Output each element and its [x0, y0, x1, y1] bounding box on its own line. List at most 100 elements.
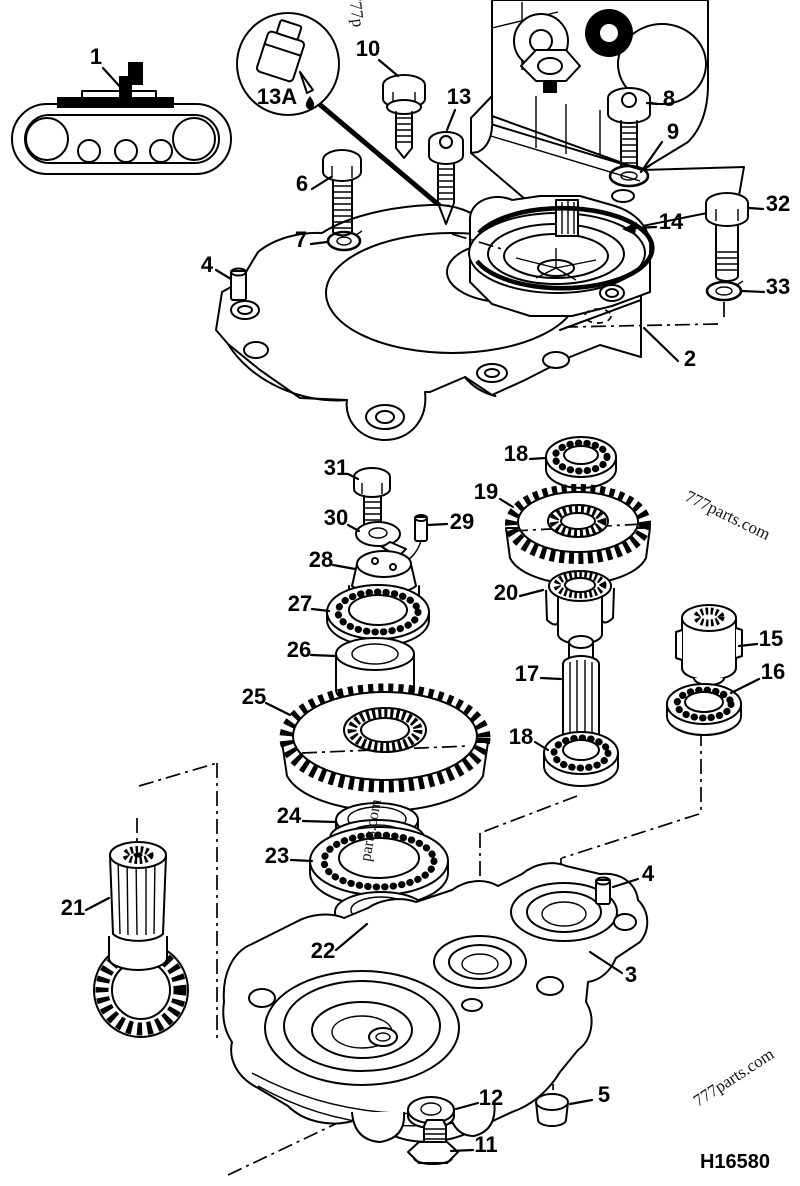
callout-c29: 29: [450, 509, 474, 534]
callout-c8: 8: [663, 86, 675, 111]
callout-c23: 23: [265, 843, 289, 868]
callout-c18a: 18: [504, 441, 528, 466]
oil-can-spout: [299, 71, 314, 94]
callout-c16: 16: [761, 659, 785, 684]
callout-c11: 11: [474, 1132, 497, 1157]
part-31-bolt: [353, 467, 391, 542]
callout-c24: 24: [277, 803, 302, 828]
leader-c27: [310, 607, 331, 613]
callout-c20: 20: [494, 580, 518, 605]
leader-c29: [426, 522, 449, 527]
arrowhead-c14: [622, 222, 637, 235]
callout-c4b: 4: [642, 861, 655, 886]
watermark-4: 777parts.com: [690, 1044, 778, 1110]
track-unit-icon: [11, 62, 232, 175]
leader-c33: [740, 289, 766, 294]
lubricant-balloon-13A: [236, 12, 454, 222]
part-16-bearing: [666, 683, 742, 736]
part-8-capscrew: [607, 87, 651, 167]
drawing-code: H16580: [700, 1151, 770, 1173]
callout-c18b: 18: [509, 724, 533, 749]
part-5-plug: [535, 1093, 569, 1127]
motor-hex-nut: [520, 49, 581, 82]
part-27-bearing: [326, 584, 430, 647]
callout-c33: 33: [766, 274, 790, 299]
leader-c20: [518, 588, 545, 598]
part-motor-shaft-stub: [555, 199, 579, 237]
callout-c9: 9: [667, 119, 679, 144]
leader-c9: [639, 140, 664, 174]
part-20-gear: [545, 570, 615, 645]
part-11-bolt: [407, 1119, 459, 1165]
part-2-cover: [215, 195, 652, 441]
leader-c6: [310, 175, 333, 191]
grease-fitting: [119, 62, 143, 97]
part-3-housing: [222, 862, 649, 1143]
callout-c5: 5: [598, 1082, 610, 1107]
callout-c31: 31: [324, 455, 348, 480]
leader-c17: [539, 676, 563, 681]
callout-c17: 17: [515, 661, 539, 686]
leader-c11: [449, 1148, 475, 1153]
part-15-coupling: [675, 604, 743, 686]
callout-c6: 6: [296, 171, 308, 196]
leader-c22: [334, 922, 369, 952]
part-19-gear: [505, 484, 651, 585]
part-4-dowel-pin-top: [230, 267, 247, 301]
leader-c18a: [528, 456, 548, 461]
leader-c26: [309, 653, 338, 658]
part-7-lockwasher: [326, 230, 363, 252]
part-13-capscrew: [428, 131, 464, 225]
part-18-bearing-top: [545, 436, 617, 489]
callout-c15: 15: [759, 626, 783, 651]
leader-c1: [101, 66, 124, 91]
part-motor-assembly: [470, 0, 745, 241]
watermark-0: 777p: [345, 0, 368, 28]
leader-c32: [747, 206, 765, 211]
leader-c7: [309, 240, 329, 246]
callout-c1: 1: [90, 44, 102, 69]
callout-c30: 30: [324, 505, 348, 530]
leader-c5: [568, 1098, 594, 1106]
leader-c25: [264, 701, 292, 717]
leader-c21: [84, 896, 111, 912]
part-32-bolt: [705, 192, 749, 282]
part-29-pin: [395, 514, 428, 567]
oil-can-icon: [255, 19, 306, 83]
leader-c24: [301, 819, 337, 824]
callout-c21: 21: [61, 895, 85, 920]
leader-c3: [588, 950, 624, 975]
callout-c13A: 13A: [257, 84, 297, 109]
leader-c15: [737, 642, 759, 648]
callout-c2: 2: [684, 346, 696, 371]
leader-c13: [445, 108, 457, 132]
part-33-lockwasher: [705, 280, 744, 302]
callout-c25: 25: [242, 684, 266, 709]
oil-drop: [305, 96, 315, 110]
leader-c18b: [533, 740, 550, 752]
part-10-plug: [382, 74, 426, 159]
callout-c13: 13: [447, 84, 471, 109]
callout-c26: 26: [287, 637, 311, 662]
leader-c8: [645, 101, 659, 106]
part-25-planet-gear: [279, 683, 491, 812]
leader-c16: [729, 677, 761, 695]
callout-c7: 7: [295, 227, 307, 252]
callout-c22: 22: [311, 938, 335, 963]
leader-c14: [634, 225, 658, 230]
part-6-bolt: [322, 149, 362, 237]
callout-c19: 19: [474, 479, 498, 504]
callout-c27: 27: [288, 591, 312, 616]
leader-c4b: [611, 877, 640, 889]
leader-c2: [642, 326, 680, 363]
leader-c28: [331, 563, 357, 571]
leader-c23: [289, 858, 314, 863]
leader-c12: [454, 1101, 480, 1111]
part-26-spacer: [335, 637, 415, 706]
leader-c10: [377, 58, 400, 78]
part-4-dowel-pin-bottom: [595, 876, 611, 905]
watermark-3: 777parts.com: [682, 487, 773, 544]
